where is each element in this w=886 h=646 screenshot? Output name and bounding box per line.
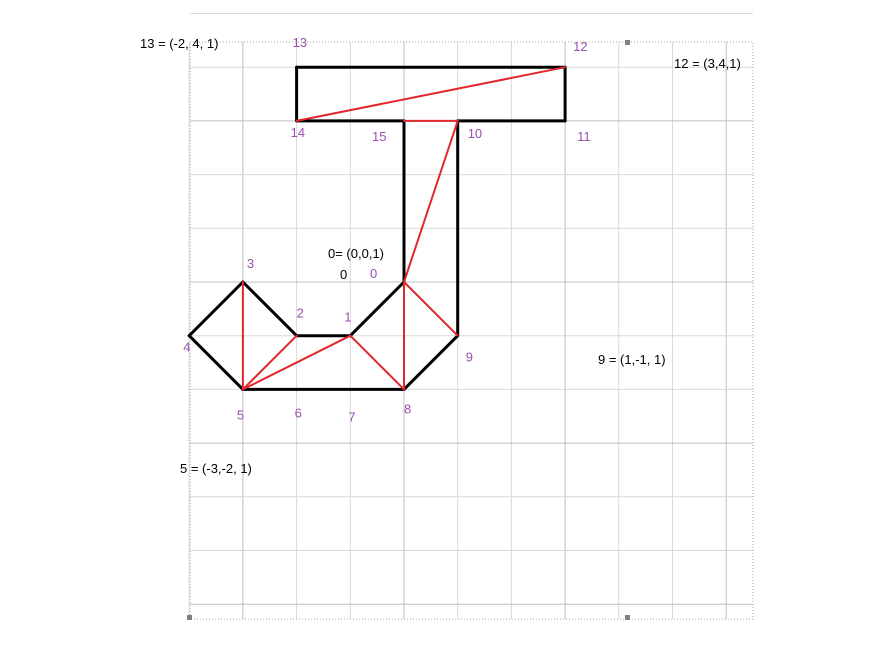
outline-edge-2-3 xyxy=(241,280,299,338)
resize-handle-bottom[interactable] xyxy=(625,615,630,620)
grid xyxy=(188,13,753,619)
vertex-label-9: 9 xyxy=(466,350,473,365)
resize-handle-top[interactable] xyxy=(625,40,630,45)
vertex-label-15: 15 xyxy=(372,129,386,144)
annotation-vertex-0: 0= (0,0,1) xyxy=(328,246,384,261)
vertex-label-14: 14 xyxy=(291,125,305,140)
outline-edge-4-5 xyxy=(187,334,245,391)
outline-edge-3-4 xyxy=(187,280,245,338)
vertex-label-3: 3 xyxy=(247,256,254,271)
vertex-label-8: 8 xyxy=(404,401,411,416)
vertex-label-12: 12 xyxy=(573,39,587,54)
annotation-vertex-9: 9 = (1,-1, 1) xyxy=(598,352,666,367)
annotation-vertex-13: 13 = (-2, 4, 1) xyxy=(140,36,218,51)
outline-edge-0-1 xyxy=(348,280,406,338)
triangulation xyxy=(241,66,567,391)
outline-edge-8-9 xyxy=(402,334,460,391)
vertex-label-1: 1 xyxy=(344,310,351,325)
vertex-label-11: 11 xyxy=(577,129,591,144)
vertex-label-5: 5 xyxy=(237,407,244,422)
resize-handle-bottom-left[interactable] xyxy=(187,615,192,620)
triangulation-edge-10-0 xyxy=(403,119,459,283)
vertex-label-7: 7 xyxy=(348,409,355,424)
triangulation-edge-14-12 xyxy=(295,66,567,122)
triangulation-edge-1-5 xyxy=(241,334,352,391)
triangulation-edge-1-8 xyxy=(349,334,405,391)
vertex-label-6: 6 xyxy=(295,405,302,420)
vertex-label-13: 13 xyxy=(293,35,307,50)
annotation-vertex-12: 12 = (3,4,1) xyxy=(674,56,741,71)
triangulation-edge-0-9 xyxy=(403,281,459,337)
origin-mark: 0 xyxy=(340,267,347,282)
vertex-label-4: 4 xyxy=(183,340,190,355)
vertex-label-2: 2 xyxy=(297,306,304,321)
triangulation-edge-2-5 xyxy=(241,334,298,391)
vertex-label-10: 10 xyxy=(468,126,482,141)
vertex-label-0: 0 xyxy=(370,266,377,281)
polygon-outline xyxy=(187,65,567,391)
annotation-vertex-5: 5 = (-3,-2, 1) xyxy=(180,461,252,476)
